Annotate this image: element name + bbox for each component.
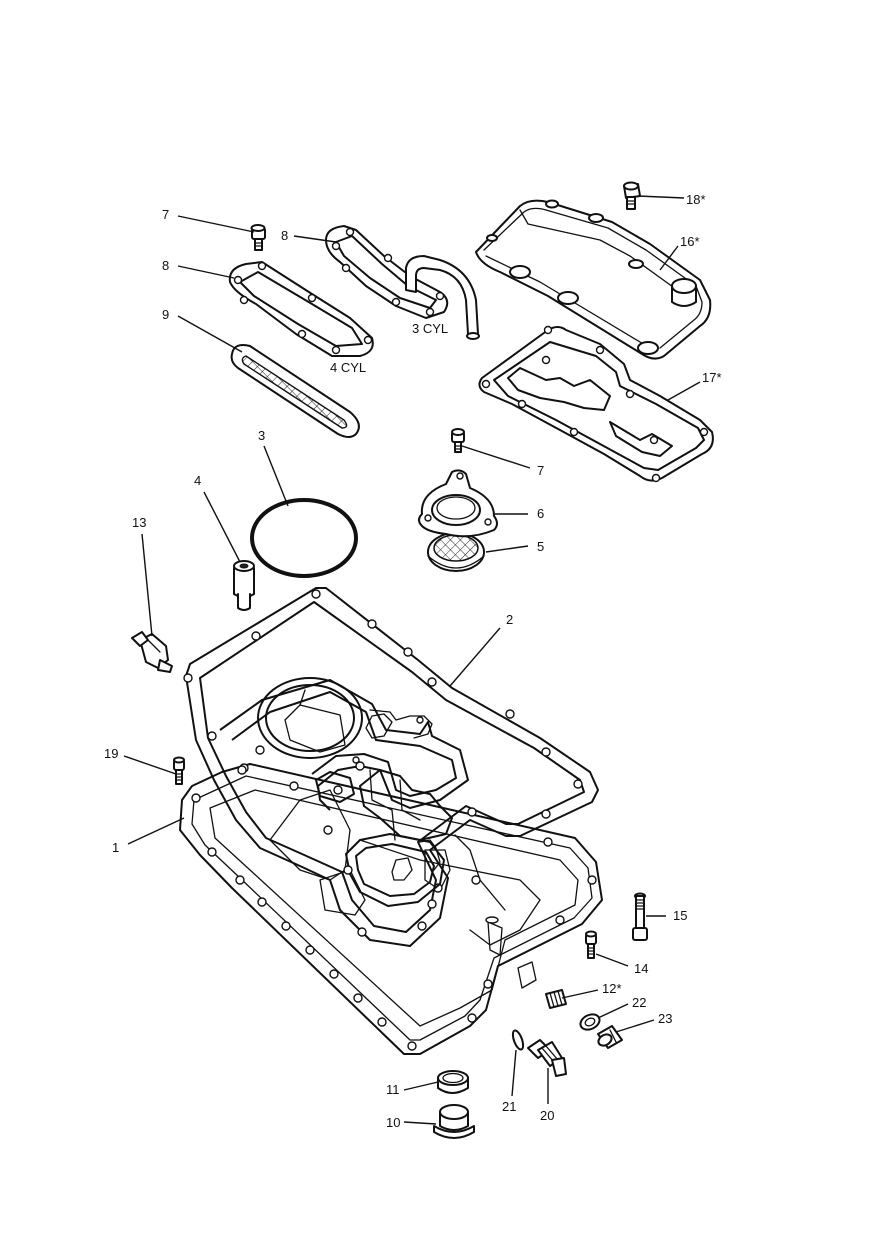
- callout-22: 22: [632, 995, 646, 1010]
- bolt-7-upper: [250, 224, 266, 251]
- callout-8-left: 8: [162, 258, 169, 273]
- oil-pressure-switch: [131, 631, 173, 673]
- callout-6: 6: [537, 506, 544, 521]
- callout-1: 1: [112, 840, 119, 855]
- bolt-15: [632, 892, 648, 941]
- callout-16: 16*: [680, 234, 700, 249]
- spacer-adapter: [233, 560, 255, 611]
- strainer-retainer-plate: [418, 469, 498, 538]
- o-ring-21: [511, 1029, 525, 1051]
- callout-15: 15: [673, 908, 687, 923]
- callout-4: 4: [194, 473, 201, 488]
- callout-11: 11: [386, 1082, 400, 1097]
- oil-strainer-mesh: [427, 532, 485, 572]
- gasket-bolt-holes: [183, 589, 583, 937]
- callout-2: 2: [506, 612, 513, 627]
- cover-16: [475, 199, 712, 360]
- plug-23: [597, 1025, 623, 1049]
- label-3-cyl: 3 CYL: [412, 321, 448, 336]
- bolt-14: [585, 930, 597, 959]
- cover-bolt-18: [623, 181, 641, 210]
- callout-numbers: 7 8 8 9 18* 16* 17* 3 4 7 6 5 13 2 19 1 …: [104, 192, 722, 1130]
- callout-8-right: 8: [281, 228, 288, 243]
- sump-bolt-holes: [191, 763, 597, 1051]
- o-ring: [250, 498, 358, 578]
- callout-9: 9: [162, 307, 169, 322]
- callout-3: 3: [258, 428, 265, 443]
- gasket-4-cyl: [228, 261, 374, 357]
- callout-10: 10: [386, 1115, 400, 1130]
- callout-14: 14: [634, 961, 648, 976]
- callout-13: 13: [132, 515, 146, 530]
- callout-20: 20: [540, 1108, 554, 1123]
- callout-7-lower: 7: [537, 463, 544, 478]
- label-4-cyl: 4 CYL: [330, 360, 366, 375]
- breather-3-cyl: [325, 225, 480, 340]
- callout-7-upper: 7: [162, 207, 169, 222]
- callout-21: 21: [502, 1099, 516, 1114]
- fitting-20: [527, 1039, 567, 1077]
- callout-12: 12*: [602, 981, 622, 996]
- bolt-7-lower: [451, 428, 465, 453]
- drain-plug-10: [433, 1104, 475, 1139]
- washer-22: [579, 1013, 601, 1031]
- callout-18: 18*: [686, 192, 706, 207]
- sump-gasket: [183, 587, 599, 947]
- cover-gasket-17: [478, 325, 714, 483]
- callout-17: 17*: [702, 370, 722, 385]
- callout-23: 23: [658, 1011, 672, 1026]
- filter-screen: [230, 344, 360, 438]
- seal-ring-11: [437, 1070, 469, 1094]
- callout-19: 19: [104, 746, 118, 761]
- leader-lines: [123, 195, 701, 1125]
- bolt-19: [173, 756, 185, 785]
- callout-5: 5: [537, 539, 544, 554]
- relief-plug-12: [545, 989, 567, 1009]
